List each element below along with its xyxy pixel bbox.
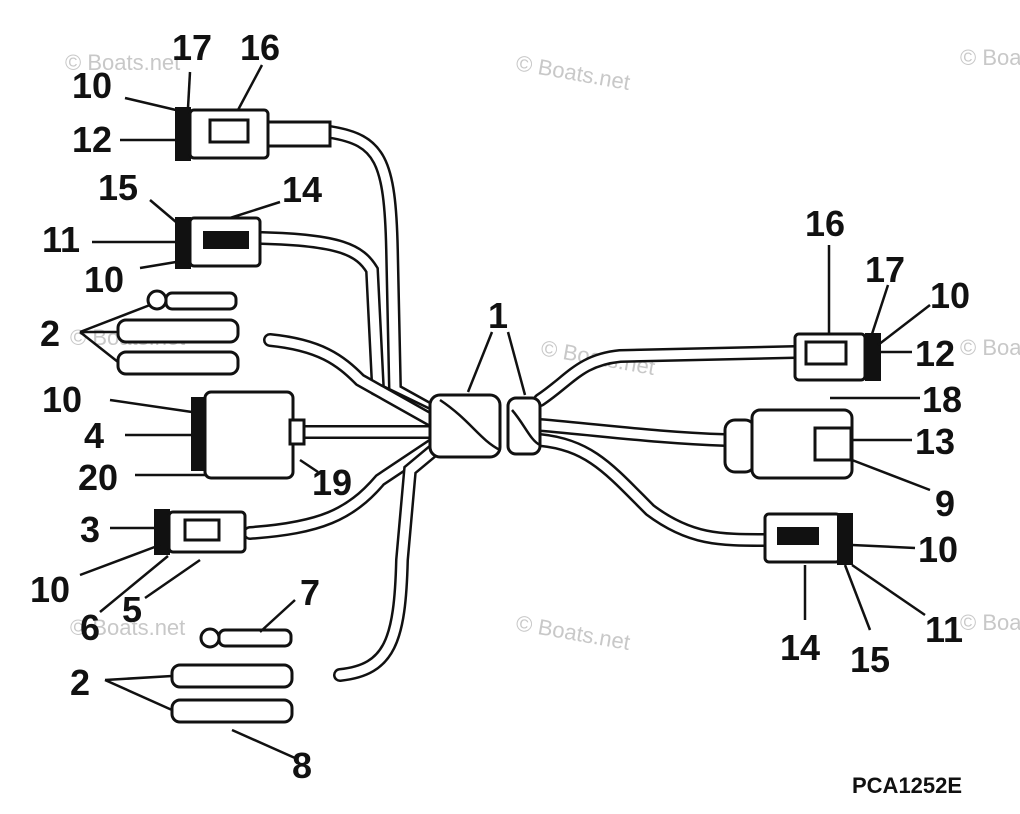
watermark: © Boats.net [960, 45, 1020, 70]
callout-6: 6 [80, 607, 100, 648]
callout-20: 20 [78, 457, 118, 498]
callout-7: 7 [300, 572, 320, 613]
callout-17: 17 [865, 249, 905, 290]
watermark: © Boats.net [65, 50, 180, 75]
callout-14: 14 [780, 627, 820, 668]
callout-15: 15 [850, 639, 890, 680]
callout-10: 10 [42, 379, 82, 420]
callouts: 17 16 10 12 15 14 11 10 2 1 10 4 20 19 3… [30, 27, 970, 786]
callout-10: 10 [84, 259, 124, 300]
connector-top-left [175, 107, 332, 161]
connector-mid-right [723, 408, 854, 480]
callout-1: 1 [488, 295, 508, 336]
connector-lower-right [763, 512, 853, 565]
callout-16: 16 [805, 203, 845, 244]
callout-11: 11 [42, 219, 80, 260]
callout-2: 2 [40, 313, 60, 354]
leader-lines [79, 64, 931, 760]
callout-12: 12 [915, 333, 955, 374]
connector-large [191, 390, 306, 480]
watermark: © Boats.net [514, 610, 632, 655]
callout-9: 9 [935, 483, 955, 524]
harness-clamp [428, 393, 542, 459]
callout-12: 12 [72, 119, 112, 160]
callout-5: 5 [122, 589, 142, 630]
wires [243, 125, 802, 682]
callout-11: 11 [925, 609, 963, 650]
callout-16: 16 [240, 27, 280, 68]
diagram-code: PCA1252E [852, 773, 962, 798]
watermark: © Boats.net [514, 50, 632, 95]
connector-top-right [793, 332, 881, 382]
callout-18: 18 [922, 379, 962, 420]
callout-14: 14 [282, 169, 322, 210]
callout-10: 10 [918, 529, 958, 570]
callout-3: 3 [80, 509, 100, 550]
watermark: © Boats.net [70, 615, 185, 640]
terminals-lower [170, 627, 294, 724]
watermark: © Boats.net [960, 335, 1020, 360]
callout-10: 10 [930, 275, 970, 316]
callout-17: 17 [172, 27, 212, 68]
callout-2: 2 [70, 662, 90, 703]
callout-15: 15 [98, 167, 138, 208]
callout-4: 4 [84, 415, 104, 456]
terminals-upper [116, 289, 240, 376]
callout-13: 13 [915, 421, 955, 462]
callout-10: 10 [72, 65, 112, 106]
callout-8: 8 [292, 745, 312, 786]
connector-mid-left [175, 216, 262, 269]
connector-lower-left [154, 509, 247, 555]
callout-10: 10 [30, 569, 70, 610]
callout-19: 19 [312, 462, 352, 503]
watermark: © Boats.net [960, 610, 1020, 635]
